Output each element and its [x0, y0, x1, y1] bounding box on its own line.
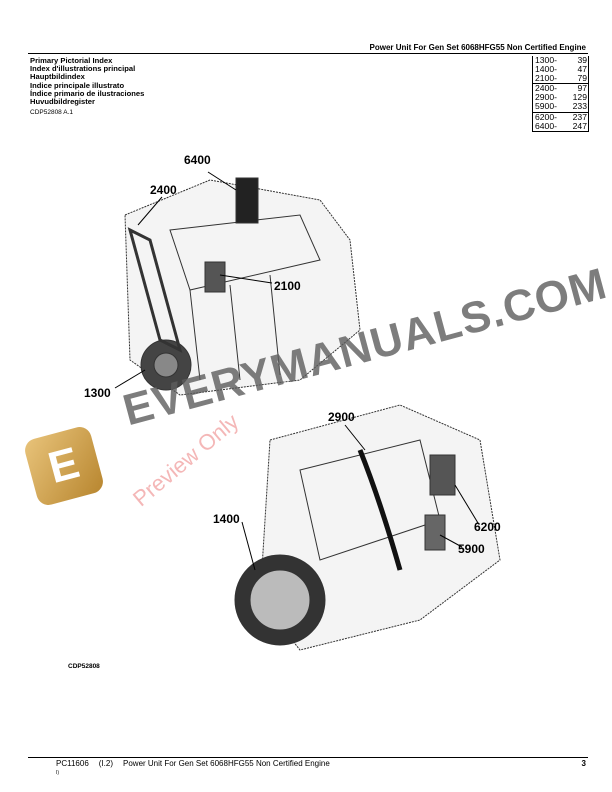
figure-ref: CDP52808 A.1 — [30, 109, 74, 116]
callout-2400[interactable]: 2400 — [150, 183, 177, 197]
footer-sub: I) — [56, 770, 60, 776]
header-title: Power Unit For Gen Set 6068HFG55 Non Cer… — [369, 43, 586, 52]
group: 2400- — [535, 83, 557, 94]
group: 5900- — [535, 101, 557, 112]
index-title: Index d'illustrations principal — [30, 64, 136, 74]
callout-6200[interactable]: 6200 — [474, 520, 501, 534]
page: 79 — [577, 73, 587, 84]
index-title: Hauptbildindex — [30, 72, 85, 82]
leader-lines — [114, 171, 479, 571]
part-2900 — [357, 449, 403, 571]
group: 6400- — [535, 120, 557, 131]
callout-5900[interactable]: 5900 — [458, 542, 485, 556]
illustration-id: CDP52808 — [68, 663, 100, 670]
index-row[interactable]: 2400- 97 — [533, 84, 588, 93]
index-table: 1300- 39 1400- 47 2100- 79 2400- 97 2900- 129… — [532, 55, 589, 132]
index-row[interactable]: 2100- 79 — [533, 73, 588, 85]
group: 1300- — [535, 55, 557, 65]
index-title: Índice primario de ilustraciones — [30, 88, 145, 98]
index-row[interactable]: 5900- 233 — [533, 101, 588, 113]
index-row[interactable]: 1300- 39 — [533, 55, 588, 65]
footer-rule — [28, 757, 588, 758]
page: 97 — [577, 83, 587, 94]
callout-2100[interactable]: 2100 — [274, 279, 301, 293]
part-6400 — [235, 177, 259, 224]
index-row[interactable]: 2900- 129 — [533, 93, 588, 102]
group: 1400- — [535, 64, 557, 75]
page: 247 — [572, 120, 587, 131]
engine-top-view — [124, 177, 361, 396]
page: 47 — [577, 64, 587, 75]
engine-bottom-view — [234, 404, 501, 651]
index-row[interactable]: 6200- 237 — [533, 111, 588, 122]
page: 39 — [577, 55, 587, 65]
callout-2900[interactable]: 2900 — [328, 410, 355, 424]
page-number: 3 — [581, 759, 586, 768]
group: 6200- — [535, 111, 557, 122]
index-titles: Primary Pictorial Index Index d'illustra… — [30, 56, 145, 107]
header-rule — [28, 53, 588, 54]
callout-1400[interactable]: 1400 — [213, 512, 240, 526]
part-5900 — [424, 514, 446, 551]
callout-6400[interactable]: 6400 — [184, 153, 211, 167]
revision: (I.2) — [98, 759, 113, 768]
doc-number: PC11606 — [56, 759, 89, 768]
group: 2900- — [535, 92, 557, 103]
footer-title: Power Unit For Gen Set 6068HFG55 Non Cer… — [123, 759, 330, 768]
index-row[interactable]: 1400- 47 — [533, 64, 588, 75]
callout-1300[interactable]: 1300 — [84, 386, 111, 400]
part-6200 — [429, 454, 456, 496]
page: 129 — [572, 92, 587, 103]
index-title: Primary Pictorial Index — [30, 56, 113, 65]
index-title: Indice principale illustrato — [30, 80, 125, 90]
page: 233 — [572, 101, 587, 112]
footer: PC11606 (I.2) Power Unit For Gen Set 6068H… — [56, 759, 340, 768]
group: 2100- — [535, 73, 557, 84]
page: 237 — [572, 111, 587, 122]
index-title: Huvudbildregister — [30, 97, 95, 107]
index-row[interactable]: 6400- 247 — [533, 120, 588, 132]
